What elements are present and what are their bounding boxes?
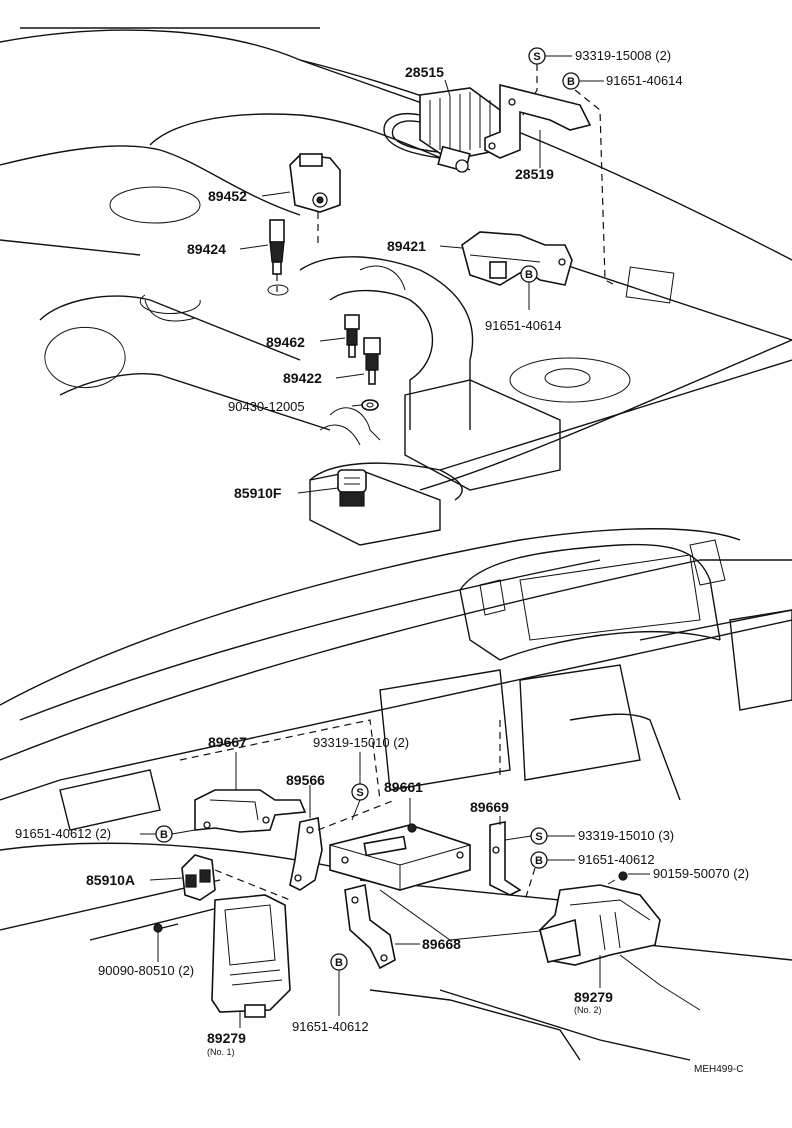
label-28515: 28515 bbox=[405, 64, 444, 80]
screw-symbol: S bbox=[356, 787, 363, 799]
label-89668: 89668 bbox=[422, 936, 461, 952]
label-89661: 89661 bbox=[384, 779, 423, 795]
part-85910A-relay bbox=[181, 854, 216, 901]
label-89279-no1-sub: (No. 1) bbox=[207, 1047, 235, 1057]
part-89422-sensor bbox=[363, 337, 381, 385]
label-89422: 89422 bbox=[283, 370, 322, 386]
part-90159-50070-screw bbox=[607, 871, 628, 885]
part-89462-sensor bbox=[344, 314, 360, 358]
label-90430-12005: 90430-12005 bbox=[228, 399, 305, 414]
part-89661-ecu bbox=[329, 823, 471, 891]
screw-icon: S bbox=[528, 47, 546, 65]
screw-symbol: S bbox=[535, 831, 542, 843]
bolt-symbol: B bbox=[160, 829, 168, 841]
label-89462: 89462 bbox=[266, 334, 305, 350]
label-93319-15010-3: 93319-15010 (3) bbox=[578, 828, 674, 843]
label-89424: 89424 bbox=[187, 241, 226, 257]
label-89566: 89566 bbox=[286, 772, 325, 788]
label-89669: 89669 bbox=[470, 799, 509, 815]
engine-bay-body-outline bbox=[0, 27, 792, 546]
bolt-icon: B bbox=[330, 953, 348, 971]
label-93319-15008: 93319-15008 (2) bbox=[575, 48, 671, 63]
part-85910F-relay bbox=[337, 469, 367, 507]
part-89668-bracket bbox=[344, 884, 396, 970]
screw-icon: S bbox=[351, 783, 369, 801]
label-90159-50070: 90159-50070 (2) bbox=[653, 866, 749, 881]
screw-symbol: S bbox=[533, 51, 540, 63]
bolt-icon: B bbox=[530, 851, 548, 869]
label-89452: 89452 bbox=[208, 188, 247, 204]
label-91651-40612-right: 91651-40612 bbox=[578, 852, 655, 867]
label-93319-15010-2: 93319-15010 (2) bbox=[313, 735, 409, 750]
bolt-icon: B bbox=[562, 72, 580, 90]
part-89667-bracket bbox=[194, 752, 307, 833]
dashboard-outline bbox=[0, 528, 792, 1061]
part-89424-sensor bbox=[267, 219, 289, 296]
part-89279-no2-cover bbox=[539, 884, 661, 966]
bolt-symbol: B bbox=[525, 269, 533, 281]
label-91651-40612-bottom: 91651-40612 bbox=[292, 1019, 369, 1034]
label-85910F: 85910F bbox=[234, 485, 282, 501]
reference-code: MEH499-C bbox=[694, 1064, 743, 1075]
part-89566-bracket bbox=[289, 817, 323, 891]
label-89279-no2: 89279 bbox=[574, 989, 613, 1005]
label-91651-40614-mid: 91651-40614 bbox=[485, 318, 562, 333]
label-91651-40614-top: 91651-40614 bbox=[606, 73, 683, 88]
part-89669-bracket bbox=[489, 821, 522, 896]
bolt-symbol: B bbox=[335, 957, 343, 969]
label-89279-no1: 89279 bbox=[207, 1030, 246, 1046]
part-89452-sensor bbox=[289, 153, 341, 248]
label-89667: 89667 bbox=[208, 734, 247, 750]
screw-icon: S bbox=[530, 827, 548, 845]
label-90090-80510: 90090-80510 (2) bbox=[98, 963, 194, 978]
part-28519-bracket bbox=[484, 83, 592, 168]
bolt-symbol: B bbox=[535, 855, 543, 867]
label-91651-40612-left: 91651-40612 (2) bbox=[15, 826, 111, 841]
label-28519: 28519 bbox=[515, 166, 554, 182]
bolt-symbol: B bbox=[567, 76, 575, 88]
label-89279-no2-sub: (No. 2) bbox=[574, 1005, 602, 1015]
bolt-icon: B bbox=[520, 265, 538, 283]
part-90430-12005-gasket bbox=[319, 399, 381, 446]
label-89421: 89421 bbox=[387, 238, 426, 254]
part-90090-80510-screw bbox=[153, 923, 179, 933]
part-28515-resistor bbox=[383, 79, 501, 173]
part-89279-no1-bracket bbox=[211, 894, 291, 1018]
part-89421-sensor bbox=[461, 231, 573, 286]
bolt-icon: B bbox=[155, 825, 173, 843]
label-85910A: 85910A bbox=[86, 872, 135, 888]
